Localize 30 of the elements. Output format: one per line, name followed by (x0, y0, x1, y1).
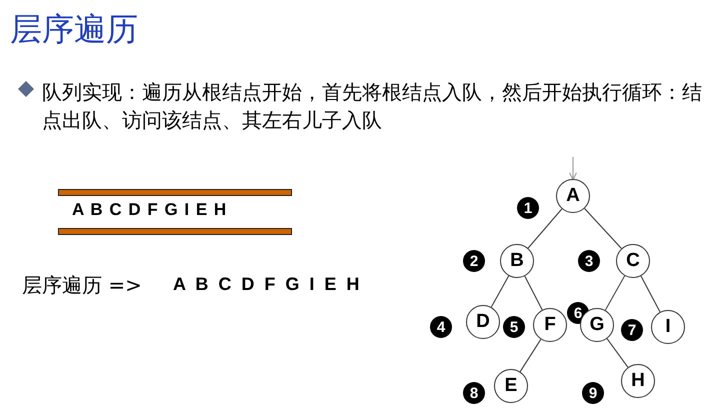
tree-edge (640, 276, 661, 312)
callout-number: 1 (517, 197, 539, 219)
callout-number: 5 (503, 316, 525, 338)
tree-edge (490, 275, 510, 308)
queue-contents: A B C D F G I E H (72, 200, 226, 220)
tree-node: F (533, 308, 567, 342)
tree-edge (604, 275, 626, 311)
tree-edge (528, 208, 562, 249)
result-label: 层序遍历 => (22, 272, 142, 299)
tree-node: I (651, 310, 685, 344)
tree-node: H (621, 364, 655, 398)
paragraph: 队列实现：遍历从根结点开始，首先将根结点入队，然后开始执行循环：结点出队、访问该结点、其左右儿子入队 (42, 79, 703, 134)
tree-node: A (556, 179, 590, 213)
result-sequence: A B C D F G I E H (173, 274, 360, 295)
tree-edge (524, 276, 543, 310)
tree-edge (606, 338, 628, 368)
tree-node: E (494, 369, 528, 403)
callout-number: 8 (463, 382, 485, 404)
callout-number: 7 (621, 319, 643, 341)
tree-node: B (500, 244, 534, 278)
callout-number: 4 (430, 316, 452, 338)
tree-edge (584, 208, 622, 249)
arrow (568, 156, 578, 180)
callout-number: 2 (463, 250, 485, 272)
callout-number: 3 (578, 250, 600, 272)
title: 层序遍历 (10, 9, 138, 50)
tree-edge (520, 338, 542, 372)
tree-node: D (466, 305, 500, 339)
tree-node: C (616, 244, 650, 278)
callout-number: 9 (582, 382, 604, 404)
